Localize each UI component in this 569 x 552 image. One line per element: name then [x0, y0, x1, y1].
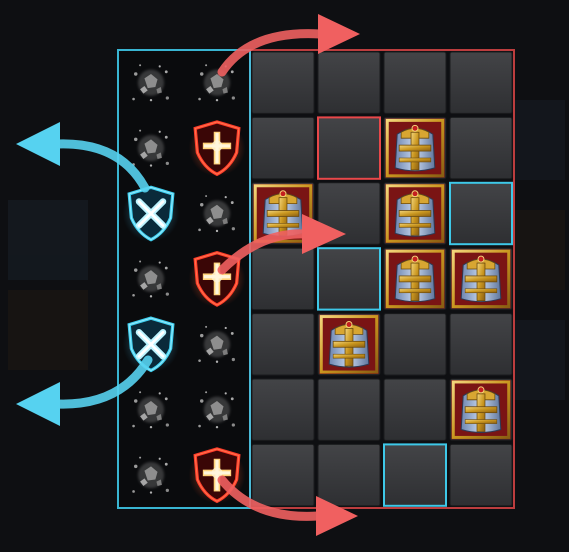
stone-tile[interactable] — [252, 314, 314, 375]
blue-x-shield-icon[interactable] — [123, 185, 180, 242]
red-cross-shield-icon[interactable] — [189, 120, 246, 177]
stone-tile[interactable] — [252, 379, 314, 440]
knight-helmet-icon[interactable] — [319, 315, 378, 374]
stone-tile[interactable] — [318, 379, 380, 440]
stone-tile[interactable] — [252, 117, 314, 178]
stone-tile[interactable] — [450, 314, 512, 375]
knight-helmet-icon[interactable] — [451, 380, 510, 439]
stone-tile[interactable] — [384, 379, 446, 440]
stone-tile[interactable] — [318, 444, 380, 505]
knight-helmet-icon[interactable] — [385, 184, 444, 243]
knight-helmet-icon[interactable] — [451, 249, 510, 308]
knight-helmet-icon[interactable] — [385, 118, 444, 177]
stone-tile[interactable] — [384, 52, 446, 113]
stone-tile[interactable] — [450, 52, 512, 113]
stone-tile[interactable] — [450, 117, 512, 178]
stone-tile[interactable] — [450, 183, 512, 244]
stone-tile[interactable] — [252, 248, 314, 309]
stone-tile[interactable] — [384, 314, 446, 375]
knight-helmet-icon[interactable] — [385, 249, 444, 308]
blue-x-shield-icon[interactable] — [123, 316, 180, 373]
stone-tile[interactable] — [318, 248, 380, 309]
stone-tile[interactable] — [318, 117, 380, 178]
stone-tile[interactable] — [450, 444, 512, 505]
stone-tile[interactable] — [318, 52, 380, 113]
stone-tile[interactable] — [252, 444, 314, 505]
stone-tile[interactable] — [384, 444, 446, 505]
stone-tile[interactable] — [252, 52, 314, 113]
